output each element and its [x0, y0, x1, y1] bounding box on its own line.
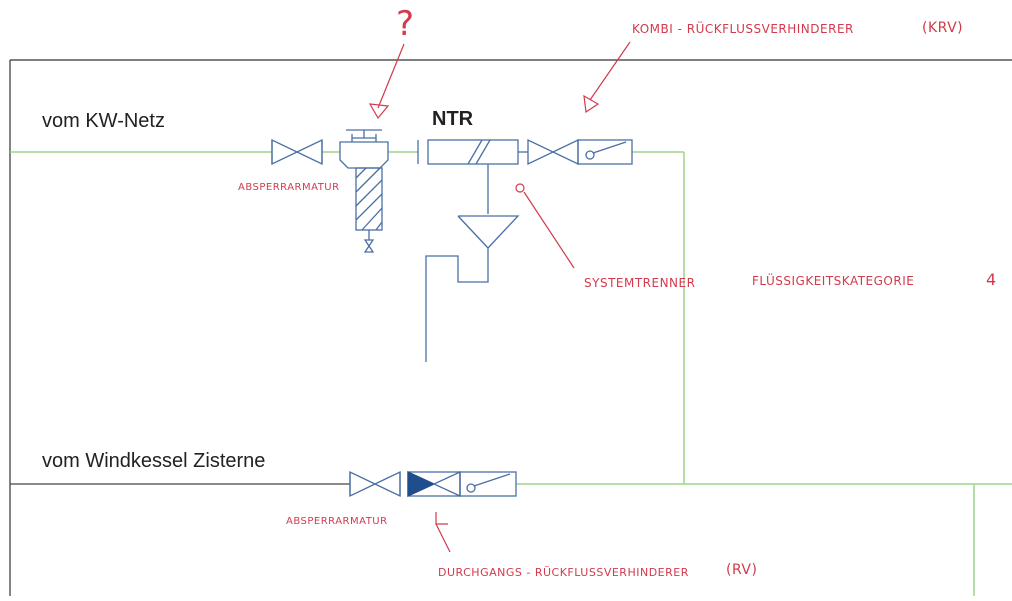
filter-device — [339, 129, 389, 253]
label-ntr: NTR — [432, 108, 474, 130]
note-fluessigkeit: FLÜSSIGKEITSKATEGORIE — [752, 274, 915, 288]
note-question-mark: ? — [396, 4, 415, 44]
note-fluessigkeit-num: 4 — [986, 270, 997, 289]
shutoff-valve-top — [271, 138, 323, 166]
note-durchgang: DURCHGANGS - RÜCKFLUSSVERHINDERER — [438, 566, 689, 579]
system-separator — [417, 139, 528, 362]
note-absperr-bottom: ABSPERRARMATUR — [286, 516, 388, 527]
note-kombi: KOMBI - RÜCKFLUSSVERHINDERER — [632, 22, 854, 36]
note-kombi-abbr: (KRV) — [922, 20, 964, 36]
note-systemtrenner: SYSTEMTRENNER — [584, 276, 696, 290]
label-kw-netz: vom KW-Netz — [42, 110, 165, 132]
pipe-kw-netz — [10, 151, 1012, 596]
label-windkessel: vom Windkessel Zisterne — [42, 450, 266, 472]
annotation-arrows — [368, 41, 631, 553]
note-durchgang-abbr: (RV) — [726, 562, 758, 578]
frame — [9, 59, 1012, 596]
note-absperr-top: ABSPERRARMATUR — [238, 182, 340, 193]
check-valve — [407, 470, 517, 498]
shutoff-valve-bottom — [349, 470, 401, 498]
combination-check-valve — [527, 138, 633, 166]
